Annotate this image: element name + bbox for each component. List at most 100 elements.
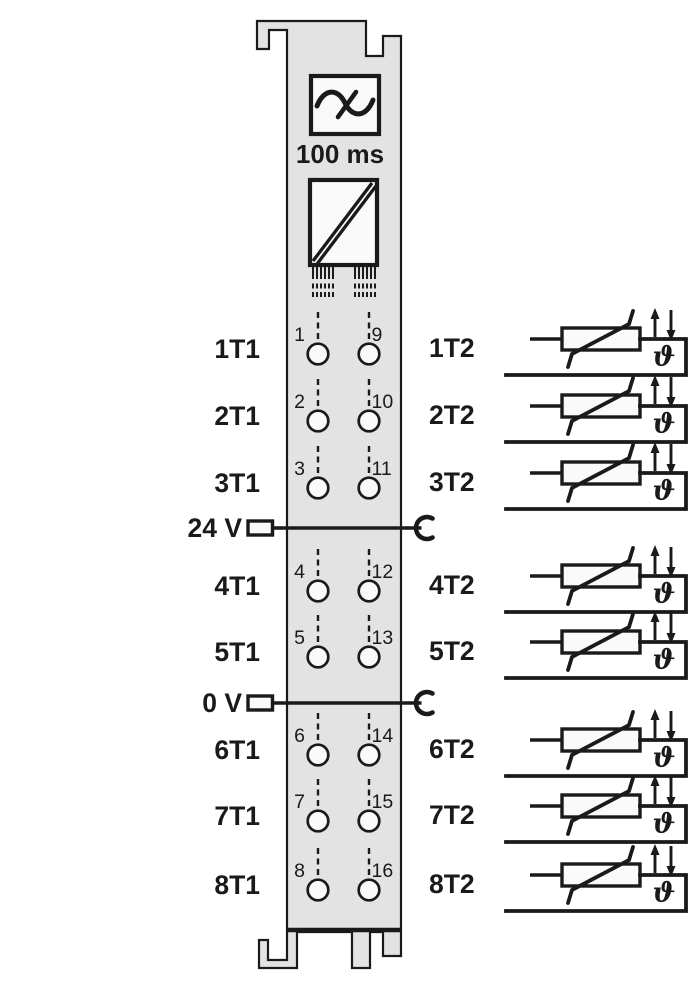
terminal-contact (357, 342, 381, 366)
down-arrow-icon (666, 797, 676, 808)
left-terminal-label: 6T1 (214, 735, 260, 765)
up-arrow-icon (650, 308, 660, 319)
sensor-return-wire (504, 804, 688, 844)
theta-symbol: ϑ (653, 579, 676, 610)
sensor-return-wire (504, 337, 688, 377)
left-pin-number: 6 (294, 725, 305, 747)
thermistor-diagonal-icon (566, 710, 635, 770)
right-terminal-label: 4T2 (429, 570, 475, 600)
sensor-return-wire (504, 640, 688, 680)
left-terminal-label: 1T1 (214, 334, 260, 364)
right-terminal-label: 6T2 (429, 734, 475, 764)
up-arrow-icon (650, 844, 660, 855)
theta-symbol: ϑ (653, 342, 676, 373)
isolation-block (307, 177, 380, 297)
filter-block: 100 ms (296, 73, 384, 169)
up-arrow-icon (650, 375, 660, 386)
terminal-contact (306, 878, 330, 902)
power-label: 24 V (187, 513, 242, 543)
terminal-contact (357, 476, 381, 500)
down-arrow-icon (666, 397, 676, 408)
left-terminal-label: 8T1 (214, 870, 260, 900)
terminal-contact (306, 476, 330, 500)
terminal-contact (357, 409, 381, 433)
terminal-contact (306, 645, 330, 669)
power-tap-row: 0 V (202, 688, 435, 718)
left-pin-number: 7 (294, 791, 305, 813)
right-terminal-label: 5T2 (429, 636, 475, 666)
temperature-sensor: ϑ (504, 375, 688, 444)
power-socket-icon (413, 514, 435, 542)
isolation-diagonal-icon (311, 182, 374, 262)
left-pin-number: 4 (294, 561, 305, 583)
terminal-contact (357, 809, 381, 833)
thermistor-diagonal-icon (566, 612, 635, 672)
left-pin-number: 1 (294, 324, 305, 346)
terminal-contact (306, 342, 330, 366)
down-arrow-icon (666, 866, 676, 877)
terminal-contact (306, 809, 330, 833)
right-pin-number: 12 (372, 561, 394, 583)
terminal-contact (306, 743, 330, 767)
terminal-contact (357, 878, 381, 902)
up-arrow-icon (650, 775, 660, 786)
temperature-sensor: ϑ (504, 308, 688, 377)
right-terminal-label: 3T2 (429, 467, 475, 497)
temperature-sensor: ϑ (504, 775, 688, 844)
left-terminal-label: 4T1 (214, 571, 260, 601)
right-pin-number: 10 (372, 391, 394, 413)
up-arrow-icon (650, 709, 660, 720)
sine-wave-icon (314, 89, 376, 117)
thermistor-diagonal-icon (566, 309, 635, 369)
sensor-return-wire (504, 574, 688, 614)
left-terminal-label: 2T1 (214, 401, 260, 431)
right-pin-number: 11 (372, 458, 392, 480)
sine-wave-slash-icon (335, 89, 359, 120)
power-label: 0 V (202, 688, 242, 718)
temperature-sensor: ϑ (504, 442, 688, 511)
up-arrow-icon (650, 442, 660, 453)
terminal-contact (357, 579, 381, 603)
theta-symbol: ϑ (653, 645, 676, 676)
theta-symbol: ϑ (653, 409, 676, 440)
power-rows: 24 V 0 V (187, 513, 435, 718)
left-terminal-label: 5T1 (214, 637, 260, 667)
thermistor-diagonal-icon (566, 845, 635, 905)
up-arrow-icon (650, 611, 660, 622)
terminal-contact (357, 645, 381, 669)
sensor-return-wire (504, 873, 688, 913)
terminal-contact (306, 409, 330, 433)
terminal-contact (306, 579, 330, 603)
temperature-sensor: ϑ (504, 844, 688, 913)
power-tap-row: 24 V (187, 513, 435, 543)
down-arrow-icon (666, 731, 676, 742)
thermistor-diagonal-icon (566, 546, 635, 606)
theta-symbol: ϑ (653, 809, 676, 840)
temperature-sensor: ϑ (504, 611, 688, 680)
left-pin-number: 5 (294, 627, 305, 649)
down-arrow-icon (666, 633, 676, 644)
left-terminal-label: 7T1 (214, 801, 260, 831)
right-terminal-label: 2T2 (429, 400, 475, 430)
left-pin-number: 3 (294, 458, 305, 480)
right-terminal-label: 1T2 (429, 333, 475, 363)
right-terminal-label: 8T2 (429, 869, 475, 899)
power-plug-icon (246, 519, 275, 537)
theta-symbol: ϑ (653, 476, 676, 507)
right-pin-number: 15 (372, 791, 394, 813)
sensor-return-wire (504, 738, 688, 778)
thermistor-diagonal-icon (566, 443, 635, 503)
terminal-contact (357, 743, 381, 767)
left-pin-number: 8 (294, 860, 305, 882)
